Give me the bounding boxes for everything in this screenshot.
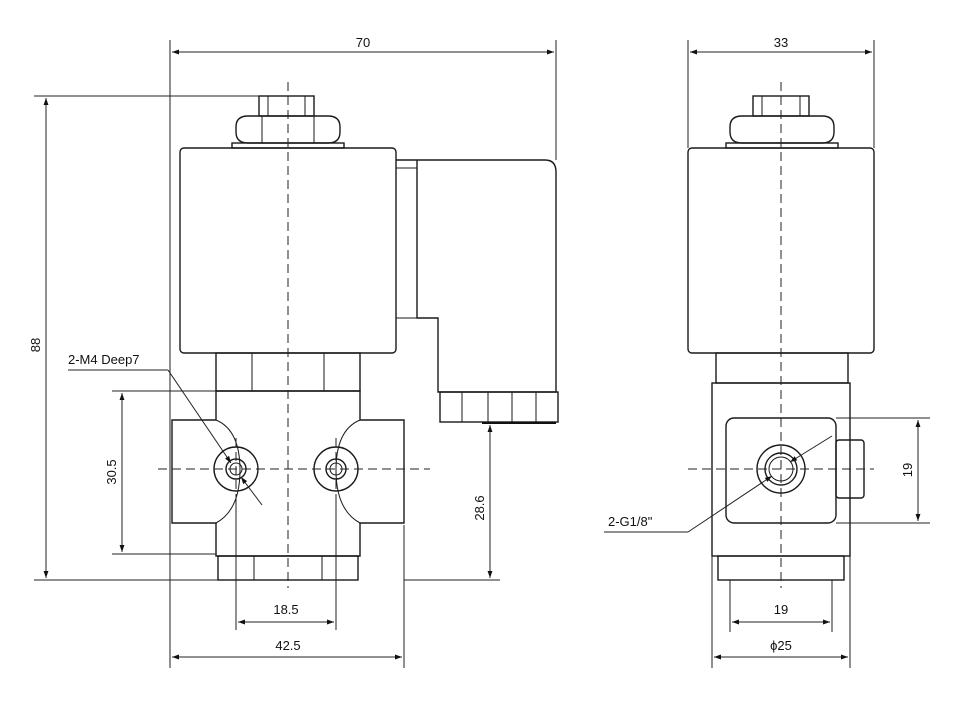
side-nut <box>725 95 839 149</box>
dim-body-width: 42.5 <box>172 525 405 668</box>
dim-label-phi25: ϕ25 <box>770 638 792 653</box>
dim-label-18-5: 18.5 <box>273 602 298 617</box>
front-view: 70 88 30.5 2-M4 Deep7 28.6 <box>28 35 559 668</box>
side-armature-tube <box>715 352 849 384</box>
front-armature-tube <box>215 352 361 392</box>
dim-label-88: 88 <box>28 338 43 352</box>
front-nut <box>231 95 345 149</box>
dim-port-spacing-h: 18.5 <box>235 500 337 630</box>
dim-label-19-h: 19 <box>774 602 788 617</box>
dim-label-28-6: 28.6 <box>472 495 487 520</box>
dim-label-19-v: 19 <box>900 463 915 477</box>
dim-port-spacing-v: 30.5 <box>104 390 216 555</box>
side-valve-body <box>711 382 865 581</box>
dim-label-42-5: 42.5 <box>275 638 300 653</box>
dim-label-m4: 2-M4 Deep7 <box>68 352 140 367</box>
dim-label-30-5: 30.5 <box>104 459 119 484</box>
dim-side-diameter: ϕ25 <box>711 556 851 668</box>
dim-label-70: 70 <box>356 35 370 50</box>
dim-label-33: 33 <box>774 35 788 50</box>
dim-front-width: 70 <box>169 35 557 668</box>
dim-side-width: 33 <box>687 35 875 148</box>
leader-side-port: 2-G1/8" <box>604 435 833 533</box>
side-view: 33 19 2-G1/8" 19 ϕ25 <box>604 35 930 668</box>
dim-side-base-width: 19 <box>729 580 833 632</box>
dim-side-height: 19 <box>836 417 930 524</box>
front-connector <box>396 159 559 424</box>
leader-port-thread: 2-M4 Deep7 <box>68 352 263 506</box>
dim-total-height: 88 <box>28 95 259 581</box>
dim-port-height: 28.6 <box>404 425 500 581</box>
dim-label-g1-8: 2-G1/8" <box>608 514 653 529</box>
